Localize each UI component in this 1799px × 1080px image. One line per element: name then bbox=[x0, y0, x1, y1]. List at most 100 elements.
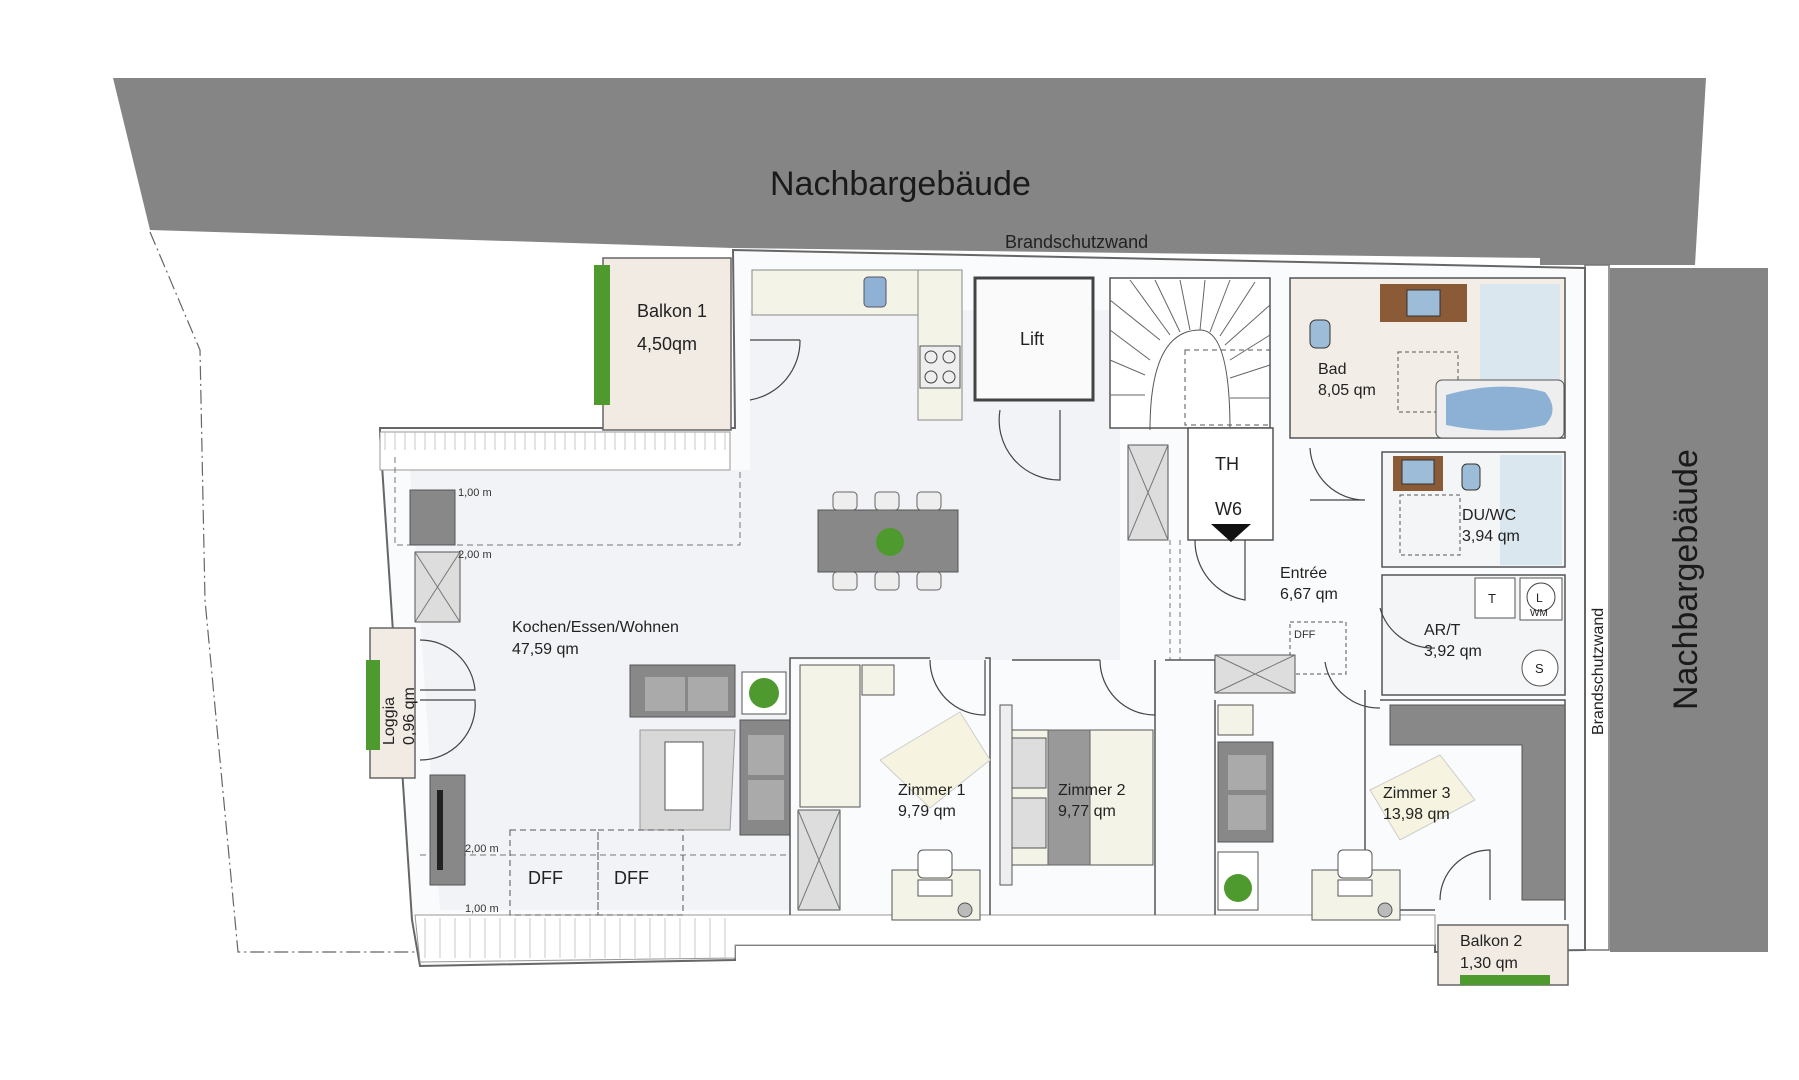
dining-table bbox=[817, 491, 959, 591]
washer-l-label: L bbox=[1536, 591, 1543, 605]
terrace-band-bottom bbox=[414, 914, 1436, 963]
left-radiator bbox=[437, 790, 443, 870]
coffee-table bbox=[664, 741, 704, 811]
sink-icon bbox=[863, 276, 887, 308]
kochen-label: Kochen/Essen/Wohnen bbox=[512, 619, 679, 636]
bad-washbasin-icon bbox=[1406, 289, 1441, 317]
du-wc-label: DU/WC bbox=[1462, 507, 1516, 524]
neighbor-building-right-label: Nachbargebäude bbox=[1667, 449, 1705, 710]
balkon1-area bbox=[602, 257, 732, 431]
entree-area-label: 6,67 qm bbox=[1280, 586, 1338, 603]
firewall-top-label: Brandschutzwand bbox=[1005, 232, 1148, 252]
du-wc-toilet-icon bbox=[1461, 463, 1481, 491]
ar-t-label: AR/T bbox=[1424, 622, 1461, 639]
zimmer3-label: Zimmer 3 bbox=[1383, 785, 1451, 802]
zimmer1-monitor bbox=[917, 879, 953, 897]
balkon2-plant-icon bbox=[1460, 975, 1550, 985]
zimmer3-monitor bbox=[1337, 879, 1373, 897]
zimmer1-wardrobe-top bbox=[861, 664, 895, 696]
zimmer3-rug bbox=[1369, 754, 1476, 841]
zimmer1-area-label: 9,79 qm bbox=[898, 803, 956, 820]
zimmer1-wardrobe bbox=[799, 664, 861, 808]
kitchen-counter-side bbox=[917, 269, 963, 421]
dff-window-2 bbox=[597, 829, 684, 916]
zimmer2-area-label: 9,77 qm bbox=[1058, 803, 1116, 820]
height-mark-bottom-2: 2,00 m bbox=[465, 843, 499, 855]
zimmer1-rug bbox=[879, 711, 991, 809]
lift-label: Lift bbox=[1020, 329, 1044, 349]
ar-t-area-label: 3,92 qm bbox=[1424, 643, 1482, 660]
entree-dff-window bbox=[1289, 621, 1347, 675]
stove-icon bbox=[919, 345, 961, 389]
du-wc-area-label: 3,94 qm bbox=[1462, 528, 1520, 545]
table-plant-icon bbox=[876, 528, 904, 556]
doors bbox=[419, 339, 1491, 901]
balkon1-plant-icon bbox=[594, 265, 610, 405]
left-cabinet-1 bbox=[409, 489, 456, 546]
w6-label: W6 bbox=[1215, 499, 1242, 519]
bad-shower-tray bbox=[1397, 351, 1459, 413]
loggia-label: Loggia bbox=[381, 697, 398, 745]
washer-wm-label: WM bbox=[1530, 608, 1548, 619]
stair-steps bbox=[1109, 279, 1271, 431]
sofa bbox=[629, 664, 791, 836]
zimmer2-bed-cover bbox=[1047, 729, 1091, 866]
balkon2-area-label: 1,30 qm bbox=[1460, 955, 1518, 972]
zimmer3-lamp-icon bbox=[1377, 902, 1393, 918]
bad-toilet-icon bbox=[1309, 319, 1331, 349]
th-label: TH bbox=[1215, 454, 1239, 474]
balkon2-label: Balkon 2 bbox=[1460, 933, 1522, 950]
loggia-plant-icon bbox=[366, 660, 380, 750]
lift-shaft bbox=[973, 276, 1095, 402]
dryer-icon bbox=[1474, 577, 1516, 619]
zimmer1-label: Zimmer 1 bbox=[898, 782, 966, 799]
staircase bbox=[1109, 277, 1271, 429]
terrace-band-top bbox=[379, 431, 731, 471]
living-area-floor bbox=[410, 310, 1120, 910]
neighbor-building-right bbox=[1610, 268, 1768, 952]
kochen-area-label: 47,59 qm bbox=[512, 641, 579, 658]
bathtub-basin bbox=[1446, 386, 1553, 431]
firewall-right-label: Brandschutzwand bbox=[1590, 608, 1607, 735]
neighbor-building-top-label: Nachbargebäude bbox=[770, 165, 1031, 203]
zimmer3-area-label: 13,98 qm bbox=[1383, 806, 1450, 823]
left-cabinet-3 bbox=[429, 774, 466, 886]
zimmer2-label: Zimmer 2 bbox=[1058, 782, 1126, 799]
du-wc-shower-tray bbox=[1399, 494, 1461, 556]
water-heater-icon bbox=[1521, 649, 1559, 687]
dryer-label: T bbox=[1488, 591, 1496, 606]
terrace-hatching-bottom bbox=[424, 918, 726, 958]
bad-tiles bbox=[1480, 284, 1560, 384]
property-line-left bbox=[149, 231, 420, 953]
zimmer3-wardrobe bbox=[1389, 704, 1566, 901]
entry-arrow-icon bbox=[1211, 524, 1251, 542]
height-mark-bottom-1: 1,00 m bbox=[465, 903, 499, 915]
neighbor-building-top bbox=[113, 78, 1706, 265]
zimmer2-nightstand-2 bbox=[1007, 797, 1047, 849]
bad-label: Bad bbox=[1318, 361, 1346, 378]
du-wc-tiles bbox=[1500, 455, 1562, 565]
zimmer1-chair bbox=[917, 849, 953, 879]
zimmer2-wardrobe bbox=[999, 704, 1013, 886]
bad-area-label: 8,05 qm bbox=[1318, 382, 1376, 399]
zimmer2-nightstand-1 bbox=[1007, 737, 1047, 789]
balkon1-label: Balkon 1 bbox=[637, 301, 707, 321]
dff-window-1 bbox=[509, 829, 599, 916]
zimmer1-lamp-icon bbox=[957, 902, 973, 918]
du-wc-washbasin-icon bbox=[1401, 459, 1435, 485]
entree-dff-label: DFF bbox=[1294, 629, 1316, 641]
balkon1-area-label: 4,50qm bbox=[637, 334, 697, 354]
zimmer3-chair bbox=[1337, 849, 1373, 879]
firewall-right-wall bbox=[1584, 264, 1610, 951]
slope-line-top bbox=[394, 457, 741, 546]
entree-label: Entrée bbox=[1280, 565, 1327, 582]
living-plant-icon bbox=[749, 678, 779, 708]
height-mark-top-2: 2,00 m bbox=[458, 549, 492, 561]
terrace-hatching-top bbox=[384, 432, 726, 450]
dff-label-2: DFF bbox=[614, 868, 649, 888]
height-mark-top-1: 1,00 m bbox=[458, 487, 492, 499]
water-heater-label: S bbox=[1535, 661, 1544, 676]
hall-box bbox=[1187, 427, 1274, 541]
loggia-area-label: 0,96 qm bbox=[401, 687, 418, 745]
